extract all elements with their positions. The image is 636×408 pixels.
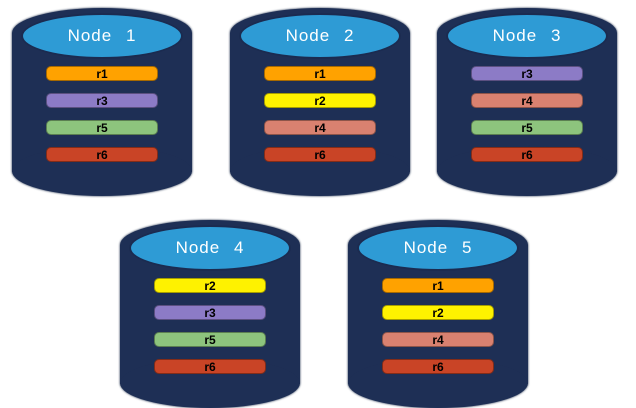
db-node: Node 1 r1 r3 r5 r6 — [12, 8, 192, 196]
replica-bar: r6 — [471, 147, 583, 162]
cylinder-top-ellipse: Node 4 — [129, 225, 291, 271]
replica-bars: r1 r3 r5 r6 — [12, 66, 192, 174]
replica-bar: r1 — [264, 66, 376, 81]
cylinder-top-ellipse: Node 2 — [239, 13, 401, 59]
replica-bar: r3 — [154, 305, 266, 320]
cylinder-top-ellipse: Node 1 — [21, 13, 183, 59]
replica-bar: r6 — [46, 147, 158, 162]
replica-bars: r1 r2 r4 r6 — [348, 278, 528, 386]
node-title: Node 3 — [492, 26, 562, 45]
replica-bars: r2 r3 r5 r6 — [120, 278, 300, 386]
replica-bar: r6 — [154, 359, 266, 374]
node-title: Node 1 — [67, 26, 137, 45]
replica-bars: r1 r2 r4 r6 — [230, 66, 410, 174]
db-node: Node 4 r2 r3 r5 r6 — [120, 220, 300, 408]
db-node: Node 3 r3 r4 r5 r6 — [437, 8, 617, 196]
db-node: Node 5 r1 r2 r4 r6 — [348, 220, 528, 408]
cylinder-top-ellipse: Node 3 — [446, 13, 608, 59]
replica-bar: r4 — [471, 93, 583, 108]
replica-bars: r3 r4 r5 r6 — [437, 66, 617, 174]
replica-bar: r1 — [46, 66, 158, 81]
replica-bar: r3 — [471, 66, 583, 81]
replica-bar: r4 — [382, 332, 494, 347]
replica-bar: r6 — [382, 359, 494, 374]
replica-bar: r6 — [264, 147, 376, 162]
cylinder-top-ellipse: Node 5 — [357, 225, 519, 271]
replica-bar: r2 — [154, 278, 266, 293]
replica-bar: r2 — [382, 305, 494, 320]
replica-bar: r5 — [471, 120, 583, 135]
replica-bar: r4 — [264, 120, 376, 135]
node-title: Node 2 — [285, 26, 355, 45]
replica-bar: r1 — [382, 278, 494, 293]
db-node: Node 2 r1 r2 r4 r6 — [230, 8, 410, 196]
node-title: Node 5 — [403, 238, 473, 257]
replica-bar: r5 — [46, 120, 158, 135]
node-title: Node 4 — [175, 238, 245, 257]
replica-bar: r5 — [154, 332, 266, 347]
replica-bar: r3 — [46, 93, 158, 108]
replica-bar: r2 — [264, 93, 376, 108]
